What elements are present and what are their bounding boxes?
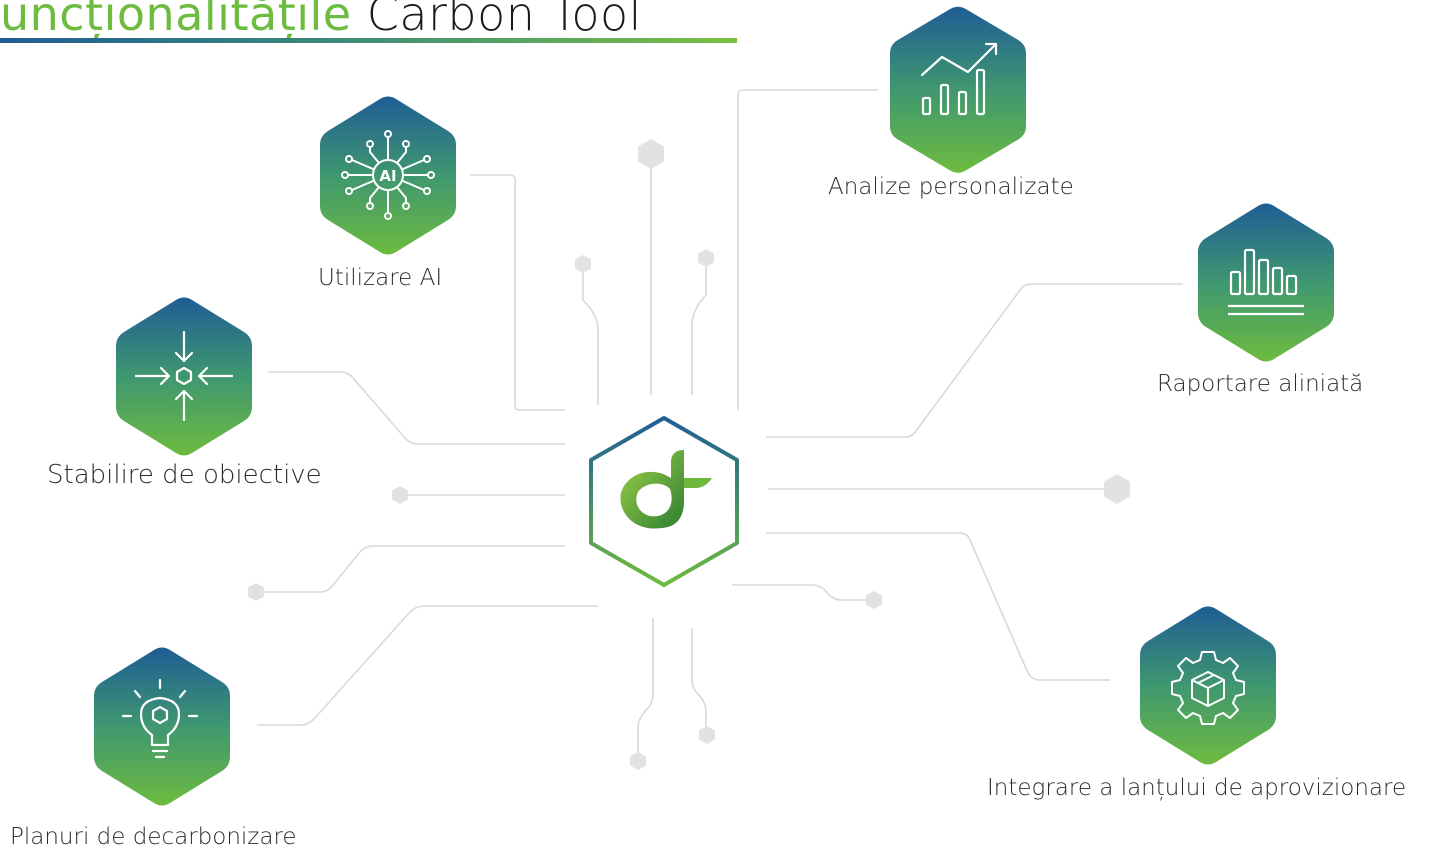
title-rest: Carbon Tool [351,0,642,41]
feature-label-planuri: Planuri de decarbonizare [10,824,297,850]
connector-dot [638,139,664,169]
connector-dot [575,255,591,273]
center-node [589,416,739,587]
connector-lines [256,89,1183,760]
connector-line [737,89,878,410]
connector-line [268,371,565,445]
feature-label-raportare: Raportare aliniată [1157,371,1364,397]
title-accent: uncționalitățile [0,0,352,41]
connector-dot [699,726,715,744]
hexagon-badge [320,96,456,255]
lightbulb-icon [121,678,199,759]
feature-label-ai: Utilizare AI [318,265,443,291]
connector-dot [630,752,646,770]
connector-line [691,628,707,735]
connector-dots [248,139,1130,770]
connector-line [766,283,1183,438]
feature-obiective [116,297,252,456]
bar-chart-report-icon [1228,248,1304,316]
feature-label-analize: Analize personalizate [828,174,1074,200]
target-focus-icon [134,330,234,422]
connector-dot [392,486,408,504]
feature-raportare [1198,203,1334,362]
ai-network-icon: AI [341,130,435,220]
connector-line [691,258,707,395]
feature-planuri [94,647,230,806]
center-hexagon [589,416,739,587]
feature-ai: AI [320,96,456,255]
connector-line [766,532,1110,681]
hexagon-badge [116,297,252,456]
feature-label-integrare: Integrare a lanțului de aprovizionare [987,775,1407,801]
feature-label-obiective: Stabilire de obiective [47,460,322,490]
connector-dot [698,249,714,267]
connector-dot [866,591,882,609]
hexagon-badge [1140,606,1276,765]
connector-line [732,584,873,601]
hexagon-badge [94,647,230,806]
feature-integrare [1140,606,1276,765]
connector-line [470,174,565,411]
connector-dot [1104,474,1130,504]
hexagon-badge [890,6,1026,173]
svg-text:AI: AI [379,167,396,185]
gear-box-icon [1171,651,1245,725]
title-underline [0,38,737,43]
connector-dot [248,583,264,601]
connector-line [637,618,654,760]
connector-line [256,545,565,593]
feature-analize [890,6,1026,173]
connector-line [582,264,599,405]
page-title: uncționalitățile Carbon Tool [0,0,760,42]
connector-line [257,605,598,726]
hexagon-badge [1198,203,1334,362]
carbon-tool-logo-icon [620,450,712,529]
growth-chart-icon [920,42,998,116]
